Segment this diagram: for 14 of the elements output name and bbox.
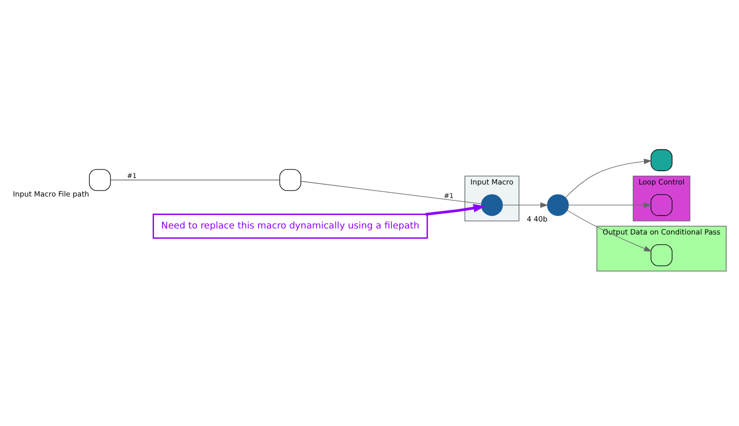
node-box: Need to replace this macro dynamically using a filepath: [152, 214, 428, 239]
arrow: [566, 210, 652, 252]
node-box: [650, 244, 672, 266]
node-box: [650, 194, 672, 216]
arrow: [425, 204, 486, 216]
node-box: [650, 149, 672, 172]
arrow: [502, 202, 548, 208]
arrow: [565, 158, 652, 198]
connector: [300, 180, 482, 204]
node-circle: [481, 194, 503, 216]
arrow: [568, 202, 652, 208]
node-box: [279, 169, 302, 191]
node-box: [89, 169, 111, 191]
node-circle: [547, 194, 569, 216]
